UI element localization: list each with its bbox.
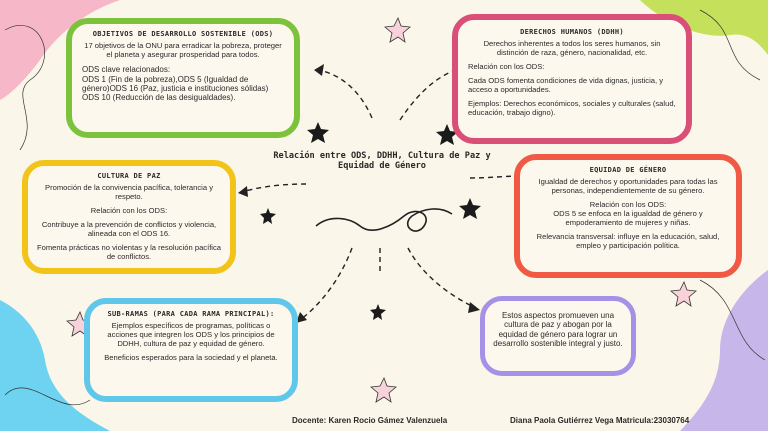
arrowhead-ods — [314, 64, 324, 76]
paz-practices: Fomenta prácticas no violentas y la reso… — [36, 243, 222, 261]
corner-blob-bottom-left — [0, 300, 110, 431]
paz-description: Promoción de la convivencia pacífica, to… — [45, 183, 213, 202]
arrowhead-concl — [468, 302, 480, 313]
corner-blob-top-right — [640, 0, 768, 55]
paz-card: Cultura de Paz Promoción de la convivenc… — [22, 160, 236, 274]
star-icon — [436, 124, 458, 145]
genero-description: Igualdad de derechos y oportunidades par… — [538, 177, 718, 196]
center-squiggle — [315, 208, 453, 232]
star-icon — [370, 304, 386, 320]
swirl-right — [699, 279, 766, 361]
sub-ramas-benefits: Beneficios esperados para la sociedad y … — [104, 353, 278, 363]
swirl-top-left — [4, 25, 45, 151]
arrow-to-sub — [299, 247, 353, 321]
corner-blob-bottom-right — [680, 270, 768, 431]
ods-item-1: ODS 1 (Fin de la pobreza),ODS 5 (Igualda… — [82, 74, 269, 94]
ods-related-label: ODS clave relacionados: — [82, 65, 171, 75]
paz-relation-text: Contribuye a la prevención de conflictos… — [41, 220, 217, 239]
arrow-to-ods — [317, 69, 373, 119]
sub-ramas-description: Ejemplos específicos de programas, polít… — [107, 321, 275, 349]
swirl-bottom-left — [4, 387, 91, 406]
ods-description: 17 objetivos de la ONU para erradicar la… — [84, 41, 282, 60]
paz-title: Cultura de Paz — [97, 172, 161, 180]
ddhh-description: Derechos inherentes a todos los seres hu… — [483, 39, 661, 58]
ddhh-examples: Ejemplos: Derechos económicos, sociales … — [468, 99, 676, 117]
genero-card: Equidad de Género Igualdad de derechos y… — [514, 154, 742, 278]
genero-title: Equidad de Género — [589, 166, 667, 174]
star-outline-icon — [384, 17, 411, 43]
ods-title: Objetivos de Desarrollo Sostenible (ODS) — [92, 30, 274, 38]
paz-relation-label: Relación con los ODS: — [90, 206, 168, 216]
swirl-top-right — [699, 9, 761, 81]
star-icon — [307, 122, 329, 143]
student-credit: Diana Paola Gutiérrez Vega Matricula:230… — [510, 416, 690, 425]
arrow-to-concl — [407, 247, 477, 309]
central-title: Relación entre ODS, DDHH, Cultura de Paz… — [273, 151, 491, 172]
arrow-to-paz — [241, 183, 307, 193]
ods-card: Objetivos de Desarrollo Sostenible (ODS)… — [66, 18, 300, 138]
star-icon — [459, 198, 481, 219]
conclusion-text: Estos aspectos promueven una cultura de … — [493, 311, 623, 349]
genero-relation-label: Relación con los ODS: — [589, 200, 667, 210]
star-icon — [260, 208, 276, 224]
ddhh-title: Derechos Humanos (DDHH) — [520, 28, 624, 36]
genero-relevance: Relevancia transversal: influye en la ed… — [536, 232, 720, 250]
ddhh-card: Derechos Humanos (DDHH) Derechos inheren… — [452, 14, 692, 144]
conclusion-card: Estos aspectos promueven una cultura de … — [480, 296, 636, 376]
star-outline-icon — [670, 281, 697, 307]
genero-relation-text: ODS 5 se enfoca en la igualdad de género… — [553, 209, 703, 228]
corner-blob-top-left — [0, 0, 120, 100]
star-outline-icon — [370, 377, 397, 403]
ddhh-relation-text: Cada ODS fomenta condiciones de vida dig… — [468, 76, 664, 95]
arrowhead-paz — [238, 186, 248, 197]
sub-ramas-card: Sub-ramas (para cada rama principal): Ej… — [84, 298, 298, 402]
teacher-credit: Docente: Karen Rocio Gámez Valenzuela — [292, 416, 448, 425]
sub-ramas-title: Sub-ramas (para cada rama principal): — [107, 310, 275, 318]
arrowhead-sub — [296, 312, 307, 323]
ddhh-relation-label: Relación con los ODS: — [468, 62, 545, 72]
ods-item-2: ODS 10 (Reducción de las desigualdades). — [82, 93, 236, 103]
